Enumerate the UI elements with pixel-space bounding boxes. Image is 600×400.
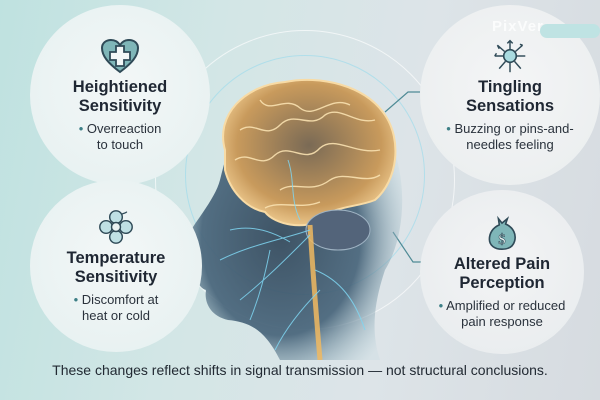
pain-bag-icon: $ <box>488 215 516 250</box>
head-brain-illustration <box>181 78 403 360</box>
card-bullet: • Buzzing or pins-and-needles feeling <box>446 120 574 152</box>
footer-caption: These changes reflect shifts in signal t… <box>52 362 548 378</box>
heart-cross-icon <box>100 38 140 73</box>
spinal-cord <box>307 224 323 360</box>
cerebellum <box>305 209 371 251</box>
svg-text:$: $ <box>498 231 505 247</box>
watermark-bar <box>540 24 600 38</box>
neuron-icon <box>494 39 526 72</box>
brain <box>222 78 397 227</box>
watermark: PixVer <box>492 18 544 35</box>
thermal-flower-icon <box>99 209 133 244</box>
